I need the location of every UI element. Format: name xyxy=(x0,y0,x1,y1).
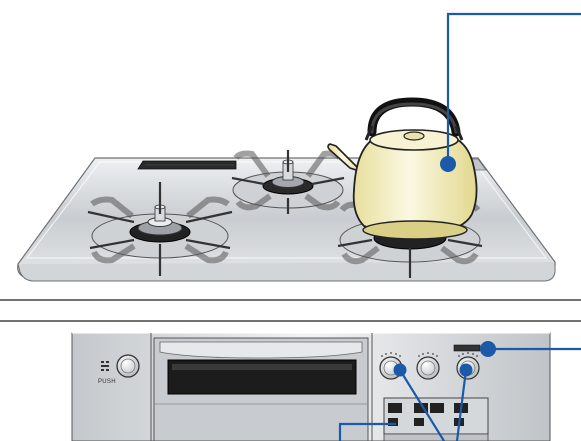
front-panel xyxy=(72,333,550,441)
push-button-label: PUSH xyxy=(98,379,116,385)
callout-dot-icon xyxy=(394,364,407,377)
callout-dot-icon xyxy=(480,341,496,357)
knob-center[interactable] xyxy=(417,357,439,379)
push-button[interactable] xyxy=(117,355,139,377)
callout-dot-icon xyxy=(460,364,473,377)
callout-dot-icon xyxy=(440,156,456,172)
